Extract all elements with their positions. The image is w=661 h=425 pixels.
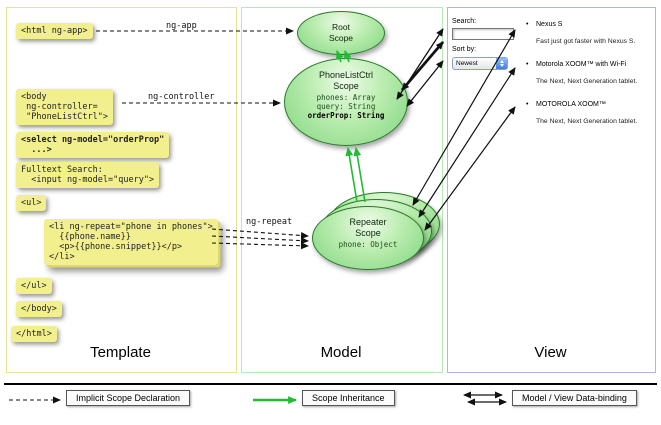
phonelistctrl-scope-title: PhoneListCtrl Scope (318, 70, 374, 91)
green-arrow-icon (253, 396, 298, 404)
legend-separator (4, 383, 657, 385)
bullet-icon: • (526, 21, 529, 28)
ng-app-label: ng-app (166, 21, 197, 31)
view-column-label: View (534, 344, 567, 361)
phone-item-name: MOTOROLA XOOM™ (536, 101, 606, 108)
sort-select[interactable]: Newest (452, 57, 508, 70)
bullet-icon: • (526, 61, 529, 68)
phone-item-desc: Fast just got faster with Nexus S. (536, 38, 636, 45)
code-ul-open: <ul> (16, 195, 47, 211)
phonelistctrl-scope-props: phones: Array query: String (316, 93, 376, 111)
dashed-arrow-icon (9, 396, 61, 404)
code-body-ng-controller: <body ng-controller= "PhoneListCtrl"> (16, 89, 113, 125)
repeater-scope-props: phone: Object (338, 240, 398, 249)
ng-repeat-label: ng-repeat (246, 217, 293, 227)
double-arrow-icon (463, 391, 507, 406)
sort-select-value: Newest (456, 60, 478, 67)
phone-item-desc: The Next, Next Generation tablet. (536, 118, 638, 125)
repeater-scope-ellipse: Repeater Scope phone: Object (312, 206, 424, 270)
search-input[interactable] (452, 28, 514, 40)
template-column-label: Template (90, 344, 151, 361)
legend-data-binding: Model / View Data-binding (512, 390, 637, 406)
search-label: Search: (452, 18, 477, 25)
legend-implicit-scope: Implicit Scope Declaration (66, 390, 191, 406)
code-html-close: </html> (11, 326, 57, 342)
phonelistctrl-scope-ellipse: PhoneListCtrl Scope phones: Array query:… (284, 58, 408, 146)
root-scope-title: Root Scope (328, 22, 354, 43)
template-panel (6, 7, 237, 373)
code-fulltext-search: Fulltext Search: <input ng-model="query"… (16, 162, 160, 188)
root-scope-ellipse: Root Scope (297, 11, 385, 55)
legend-scope-inheritance: Scope Inheritance (302, 390, 395, 406)
repeater-scope-title: Repeater Scope (349, 217, 387, 238)
phone-item-desc: The Next, Next Generation tablet. (536, 78, 638, 85)
code-ul-close: </ul> (16, 278, 52, 294)
code-select-ng-model: <select ng-model="orderProp" ...> (16, 132, 170, 158)
phone-item-name: Nexus S (536, 21, 563, 28)
ng-controller-label: ng-controller (148, 92, 215, 102)
code-html-ng-app: <html ng-app> (16, 23, 93, 39)
sort-by-label: Sort by: (452, 46, 477, 53)
code-body-close: </body> (16, 301, 62, 317)
bullet-icon: • (526, 101, 529, 108)
select-arrows-icon (496, 58, 507, 69)
phonelistctrl-scope-orderprop: orderProp: String (307, 111, 385, 120)
code-li-ng-repeat: <li ng-repeat="phone in phones"> {{phone… (44, 219, 218, 265)
phone-item-name: Motorola XOOM™ with Wi-Fi (536, 61, 627, 68)
model-column-label: Model (320, 344, 362, 361)
